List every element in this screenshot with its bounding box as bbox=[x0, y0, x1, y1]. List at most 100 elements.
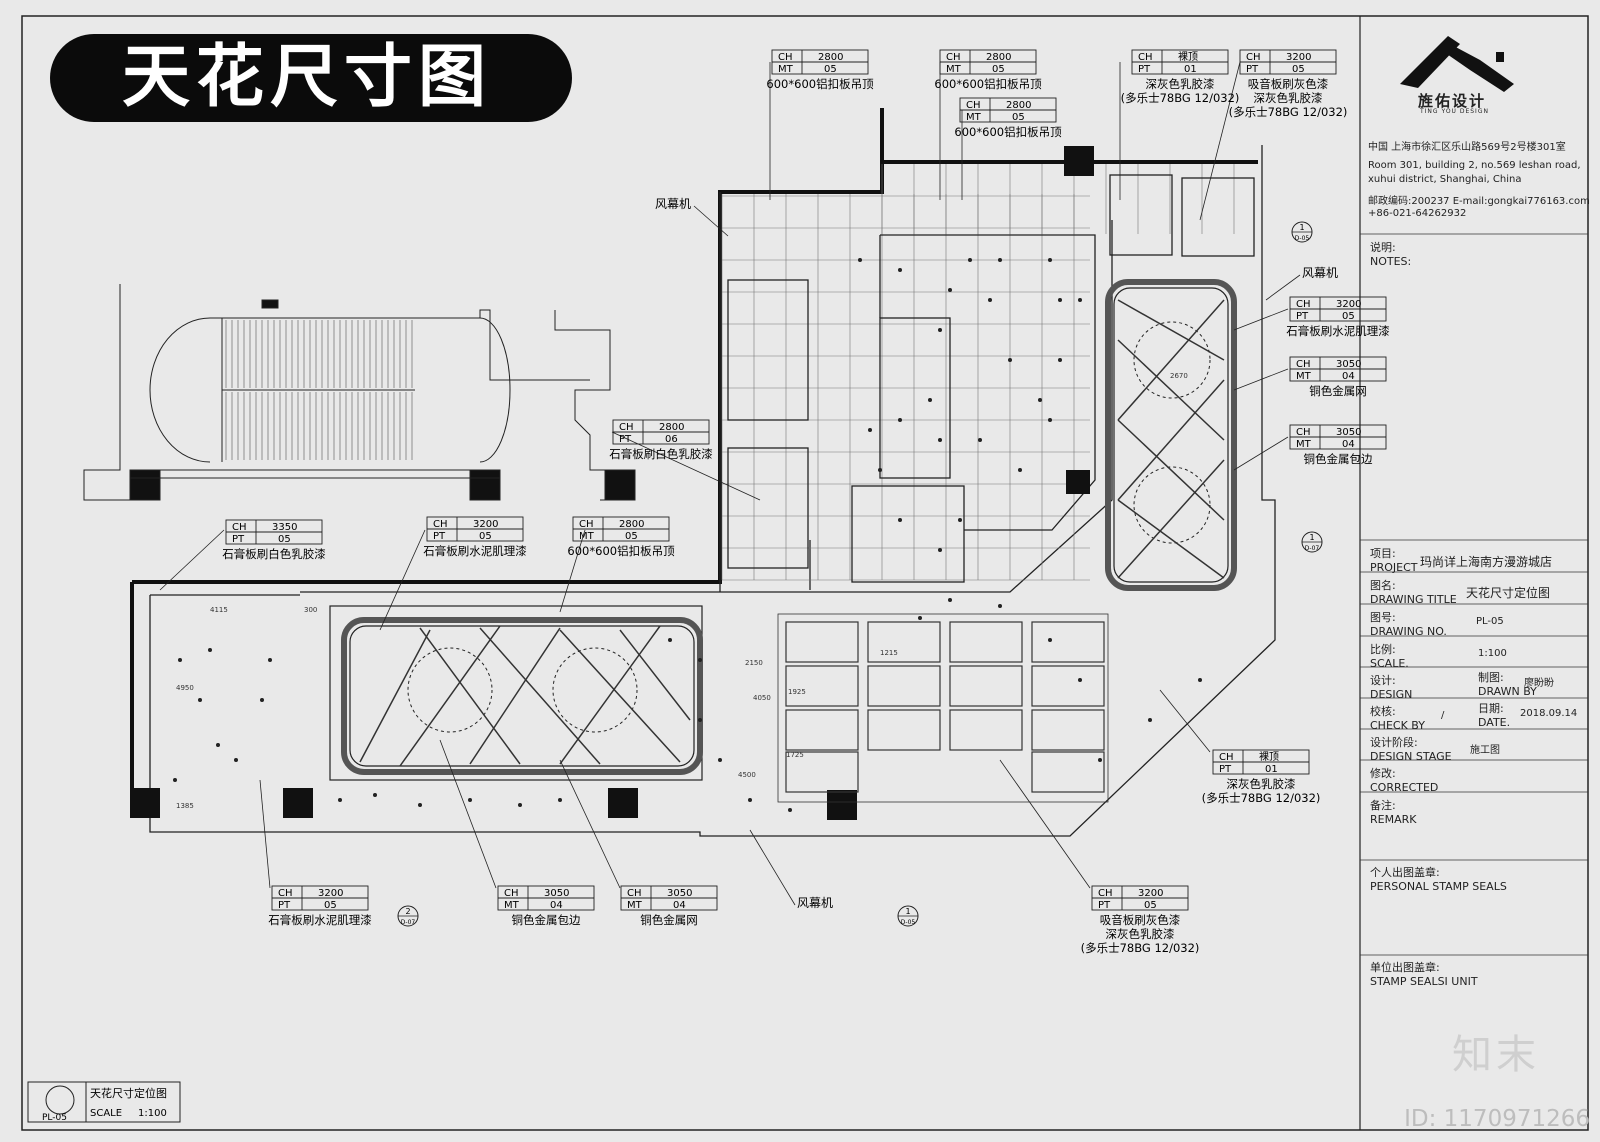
tag-description: 吸音板刷灰色漆 bbox=[1248, 77, 1329, 91]
drawing-no-en: DRAWING NO. bbox=[1370, 625, 1447, 638]
section-ref: D-05 bbox=[1295, 235, 1310, 242]
tag-value: 04 bbox=[1342, 439, 1355, 450]
tag-code: PT bbox=[433, 531, 446, 542]
tag-value: 01 bbox=[1184, 64, 1197, 75]
tag-code: CH bbox=[966, 100, 981, 111]
tag-code: MT bbox=[1296, 371, 1312, 382]
dimension-label: 1925 bbox=[788, 688, 806, 696]
unit-stamp-en: STAMP SEALSI UNIT bbox=[1370, 975, 1478, 988]
personal-stamp-en: PERSONAL STAMP SEALS bbox=[1370, 880, 1507, 893]
tag-code: MT bbox=[579, 531, 595, 542]
tag-value: 2800 bbox=[986, 52, 1011, 63]
tag-code: CH bbox=[1296, 427, 1311, 438]
address-en2: xuhui district, Shanghai, China bbox=[1368, 174, 1522, 185]
dimension-label: 4115 bbox=[210, 606, 228, 614]
tag-description: (多乐士78BG 12/032) bbox=[1229, 105, 1348, 119]
design-en: DESIGN bbox=[1370, 688, 1413, 701]
design-cn: 设计: bbox=[1370, 674, 1396, 687]
dimension-label: 4050 bbox=[753, 694, 771, 702]
personal-stamp-cn: 个人出图盖章: bbox=[1370, 866, 1440, 879]
tag-value: 05 bbox=[1144, 900, 1157, 911]
section-ref: D-07 bbox=[401, 919, 416, 926]
notes-cn: 说明: bbox=[1370, 241, 1396, 254]
bottom-scale-label: SCALE bbox=[90, 1108, 122, 1119]
watermark: 知末 bbox=[1452, 1032, 1540, 1078]
acoustic-panels bbox=[777, 613, 1109, 803]
project-en: PROJECT bbox=[1370, 561, 1418, 574]
tag-code: PT bbox=[1296, 311, 1309, 322]
tag-code: MT bbox=[946, 64, 962, 75]
section-number: 1 bbox=[1309, 533, 1314, 542]
section-marker: 1D-05 bbox=[897, 905, 919, 927]
tag-description: 石膏板刷水泥肌理漆 bbox=[268, 913, 372, 927]
dimension-label: 1725 bbox=[786, 751, 804, 759]
tag-code: CH bbox=[1296, 359, 1311, 370]
tag-code: CH bbox=[619, 422, 634, 433]
tag-value: 05 bbox=[625, 531, 638, 542]
tag-value: 2800 bbox=[619, 519, 644, 530]
tag-value: 01 bbox=[1265, 764, 1278, 775]
tag-code: CH bbox=[778, 52, 793, 63]
tag-description: 600*600铝扣板吊顶 bbox=[766, 77, 874, 91]
brand-sub: TING YOU DESIGN bbox=[1420, 108, 1489, 115]
check-val: / bbox=[1441, 710, 1445, 721]
tag-value: 2800 bbox=[818, 52, 843, 63]
tag-value: 04 bbox=[673, 900, 686, 911]
walls bbox=[130, 108, 1258, 790]
tag-code: CH bbox=[504, 888, 519, 899]
page-title: 天花尺寸图 bbox=[50, 34, 572, 122]
tag-code: CH bbox=[1246, 52, 1261, 63]
remark-cn: 备注: bbox=[1370, 799, 1396, 812]
drawing-title-val: 天花尺寸定位图 bbox=[1466, 586, 1551, 600]
drawn-cn: 制图: bbox=[1478, 671, 1504, 684]
tag-value: 04 bbox=[550, 900, 563, 911]
tag-code: PT bbox=[1138, 64, 1151, 75]
stage-cn: 设计阶段: bbox=[1370, 736, 1418, 749]
tag-code: CH bbox=[278, 888, 293, 899]
date-val: 2018.09.14 bbox=[1520, 708, 1578, 719]
date-cn: 日期: bbox=[1478, 702, 1504, 715]
tag-value: 3050 bbox=[667, 888, 692, 899]
dimension-label: 4500 bbox=[738, 771, 756, 779]
tag-description: 600*600铝扣板吊顶 bbox=[934, 77, 1042, 91]
scale-en: SCALE. bbox=[1370, 657, 1409, 670]
columns bbox=[130, 146, 1094, 820]
tag-description: (多乐士78BG 12/032) bbox=[1202, 791, 1321, 805]
corrected-cn: 修改: bbox=[1370, 767, 1396, 780]
tag-description: 铜色金属网 bbox=[1309, 384, 1367, 398]
tag-description: 深灰色乳胶漆 bbox=[1106, 927, 1175, 941]
tag-description: 600*600铝扣板吊顶 bbox=[567, 544, 675, 558]
tag-value: 裸顶 bbox=[1259, 750, 1279, 763]
section-number: 2 bbox=[405, 907, 410, 916]
tag-value: 3050 bbox=[1336, 359, 1361, 370]
tag-description: 吸音板刷灰色漆 bbox=[1100, 913, 1181, 927]
stage-val: 施工图 bbox=[1470, 745, 1500, 756]
tag-value: 06 bbox=[665, 434, 678, 445]
dimension-label: 4950 bbox=[176, 684, 194, 692]
address-postal: 邮政编码:200237 E-mail:gongkai776163.com bbox=[1368, 196, 1590, 207]
tag-code: PT bbox=[1098, 900, 1111, 911]
tag-value: 05 bbox=[479, 531, 492, 542]
date-en: DATE. bbox=[1478, 716, 1511, 729]
tag-description: 铜色金属包边 bbox=[512, 913, 581, 927]
project-cn: 项目: bbox=[1370, 547, 1396, 560]
tag-value: 05 bbox=[324, 900, 337, 911]
section-number: 1 bbox=[1299, 223, 1304, 232]
scale-cn: 比例: bbox=[1370, 643, 1396, 656]
address-phone: +86-021-64262932 bbox=[1368, 208, 1467, 219]
address-cn: 中国 上海市徐汇区乐山路569号2号楼301室 bbox=[1368, 142, 1566, 153]
tag-code: CH bbox=[433, 519, 448, 530]
tag-value: 3200 bbox=[1138, 888, 1163, 899]
tag-description: 深灰色乳胶漆 bbox=[1227, 777, 1296, 791]
tag-code: CH bbox=[232, 522, 247, 533]
